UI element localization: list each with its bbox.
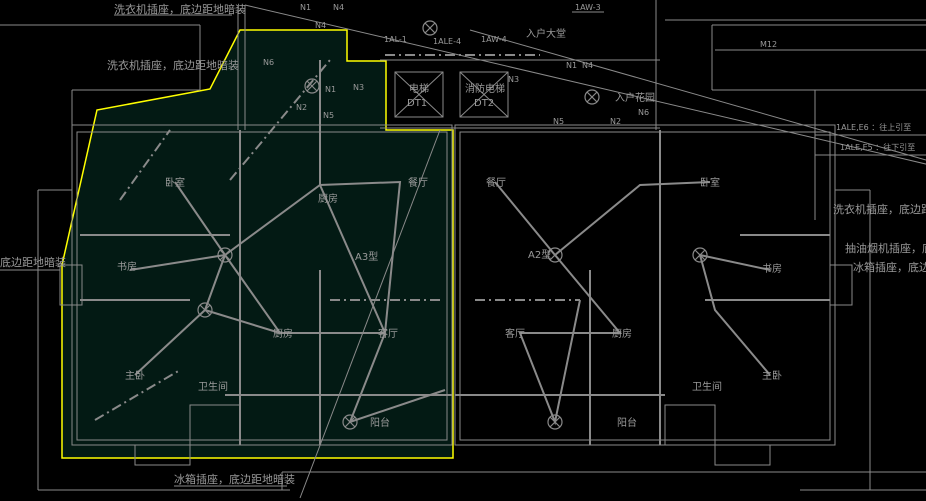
circuit-tag: N1 <box>325 85 336 94</box>
room-label: 书房 <box>762 262 782 275</box>
circuit-tag: N4 <box>582 61 593 70</box>
room-label: 阳台 <box>370 416 390 429</box>
room-label: 卫生间 <box>692 380 722 393</box>
circuit-tag: N5 <box>553 117 564 126</box>
annotation-note: 冰箱插座，底边 <box>853 260 926 274</box>
room-label: 书房 <box>117 260 137 273</box>
elevator-dt1: 电梯 DT1 <box>394 71 444 118</box>
room-label: 阳台 <box>617 416 637 429</box>
annotation-note: 底边距地暗装 <box>0 255 66 269</box>
room-label: 客厅 <box>378 327 398 340</box>
room-label: 卫生间 <box>198 380 228 393</box>
room-label: 客厅 <box>505 327 525 340</box>
circuit-tag: 1AW-4 <box>481 35 507 44</box>
circuit-tag: 1AL-1 <box>384 35 407 44</box>
room-labels: A3型 A2型 卧室 书房 主卧 卫生间 厨房 餐厅 客厅 厨房 阳台 餐厅 客… <box>117 27 782 429</box>
annotation-note: 冰箱插座，底边距地暗装 <box>174 472 295 486</box>
circuit-tag: N2 <box>610 117 621 126</box>
room-label: 厨房 <box>318 192 338 205</box>
circuit-tag: N3 <box>508 75 519 84</box>
circuit-tags: N1 N4 N4 N6 N2 N1 N3 N5 N3 N1 N4 N5 N2 N… <box>263 3 777 126</box>
room-label: 入户大堂 <box>526 27 566 40</box>
ceiling-lights <box>197 20 708 430</box>
annotations: 洗衣机插座，底边距地暗装 洗衣机插座，底边距地暗装 底边距地暗装 冰箱插座，底边… <box>0 2 926 487</box>
circuit-tag: 1AW-3 <box>575 3 601 12</box>
room-label: 主卧 <box>125 369 145 382</box>
elevator-code: DT2 <box>474 98 494 109</box>
room-label: 餐厅 <box>408 176 428 189</box>
annotation-note: 洗衣机插座，底边距地暗装 <box>107 58 239 72</box>
room-label: 入户花园 <box>615 91 655 104</box>
elevator-name: 消防电梯 <box>465 82 505 95</box>
circuit-tag: 1ALE-4 <box>433 37 461 46</box>
annotation-note: 抽油烟机插座，底 <box>845 241 926 255</box>
room-label: 厨房 <box>273 327 293 340</box>
room-label: 卧室 <box>700 176 720 189</box>
circuit-tag: N1 <box>300 3 311 12</box>
circuit-tag: M12 <box>760 40 777 49</box>
circuit-tag: N5 <box>323 111 334 120</box>
circuit-tag: N4 <box>333 3 344 12</box>
room-label: 厨房 <box>612 327 632 340</box>
circuit-tag: N1 <box>566 61 577 70</box>
room-label: 卧室 <box>165 176 185 189</box>
unit-label-a2: A2型 <box>528 248 551 261</box>
room-label: 餐厅 <box>486 176 506 189</box>
annotation-note: 1ALE,E5 ：往下引至 <box>840 142 915 152</box>
circuit-tag: N2 <box>296 103 307 112</box>
elevator-dt2: 消防电梯 DT2 <box>459 71 509 118</box>
elevator-name: 电梯 <box>409 82 429 95</box>
unit-label-a3: A3型 <box>355 250 378 263</box>
circuit-tag: N3 <box>353 83 364 92</box>
elevator-code: DT1 <box>407 98 427 109</box>
circuit-tag: N6 <box>263 58 274 67</box>
room-label: 主卧 <box>762 369 782 382</box>
circuit-tag: N6 <box>638 108 649 117</box>
annotation-note: 洗衣机插座，底边距 <box>833 202 926 216</box>
annotation-note: 洗衣机插座，底边距地暗装 <box>114 2 246 16</box>
circuit-tag: N4 <box>315 21 326 30</box>
annotation-note: 1ALE,E6 ：往上引至 <box>836 122 911 132</box>
